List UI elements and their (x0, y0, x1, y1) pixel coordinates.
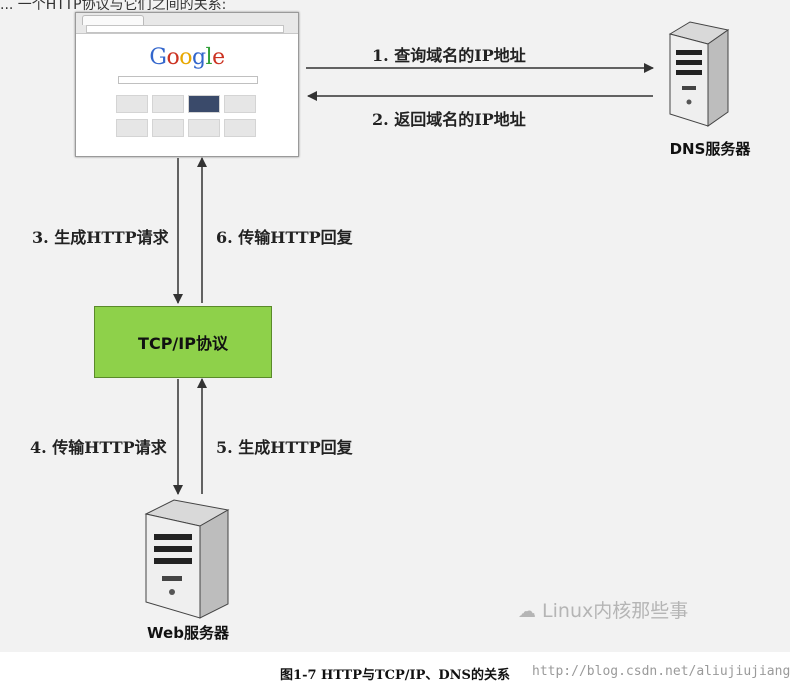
label-transmit-request: 4. 传输HTTP请求 (30, 438, 167, 457)
browser-tab (82, 15, 144, 25)
watermark-text: Linux内核那些事 (542, 600, 689, 622)
browser-window: Google (75, 12, 299, 157)
browser-chrome (76, 13, 298, 34)
arrows-layer (173, 63, 654, 495)
web-server-icon (140, 496, 232, 620)
thumbnail (224, 119, 256, 137)
google-logo: Google (149, 45, 225, 70)
dns-server-icon (668, 20, 730, 128)
label-transmit-response: 6. 传输HTTP回复 (216, 228, 353, 247)
tcp-ip-label: TCP/IP协议 (138, 334, 228, 353)
label-query-dns: 1. 查询域名的IP地址 (372, 46, 526, 65)
top-snippet-text: ... 一个HTTP协议与它们之间的关系: (0, 0, 227, 13)
thumbnail (116, 95, 148, 113)
web-server-label: Web服务器 (147, 624, 229, 642)
label-return-dns: 2. 返回域名的IP地址 (372, 110, 526, 129)
address-bar (86, 25, 284, 33)
dns-server-label: DNS服务器 (669, 140, 751, 158)
thumbnail (188, 119, 220, 137)
search-box (118, 76, 258, 84)
thumbnail (152, 119, 184, 137)
thumbnail (188, 95, 220, 113)
figure-caption: 图1-7 HTTP与TCP/IP、DNS的关系 (280, 668, 510, 683)
label-gen-response: 5. 生成HTTP回复 (216, 438, 353, 457)
watermark: ☁ Linux内核那些事 (518, 596, 688, 623)
thumbnail (152, 95, 184, 113)
thumbnail (224, 95, 256, 113)
label-gen-request: 3. 生成HTTP请求 (32, 228, 169, 247)
tcp-ip-box: TCP/IP协议 (94, 306, 272, 378)
diagram-canvas: ... 一个HTTP协议与它们之间的关系: Google (0, 0, 790, 652)
wechat-icon: ☁ (518, 601, 536, 622)
thumbnail (116, 119, 148, 137)
url-watermark: http://blog.csdn.net/aliujiujiang (532, 664, 790, 679)
